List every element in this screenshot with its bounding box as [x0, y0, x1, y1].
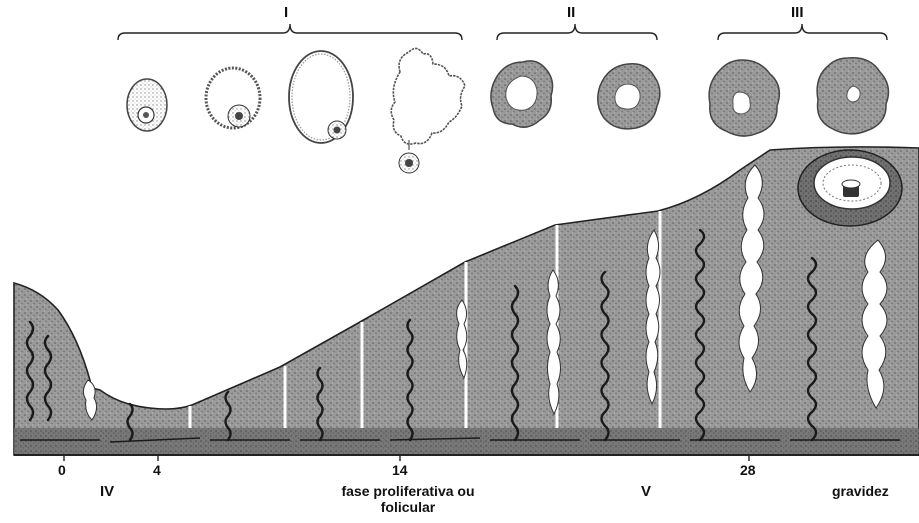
phase-label-v: V — [641, 484, 651, 499]
follicle-ovulation — [391, 48, 465, 173]
implanted-embryo — [798, 150, 902, 226]
phase-label-proliferative: fase proliferativa ou — [318, 484, 498, 499]
phase-label-iv: IV — [100, 484, 114, 499]
group-label-III: III — [791, 5, 804, 20]
corpus-luteum-mature — [709, 60, 779, 136]
group-label-II: II — [567, 5, 575, 20]
follicle-primary — [127, 79, 167, 131]
follicle-secondary — [206, 68, 260, 128]
group-brace-I — [118, 24, 462, 40]
day-tick-label-28: 28 — [740, 463, 756, 478]
group-brace-II — [497, 24, 657, 40]
day-tick-label-14: 14 — [392, 463, 408, 478]
group-brace-III — [718, 24, 887, 40]
day-tick-label-4: 4 — [153, 463, 161, 478]
corpus-luteum-developing — [598, 64, 660, 129]
corpus-luteum-pregnancy — [817, 58, 888, 134]
follicle-mature — [289, 51, 353, 143]
day-tick-label-0: 0 — [58, 463, 66, 478]
phase-label-pregnancy: gravidez — [832, 484, 889, 499]
phase-label-follicular: folicular — [318, 500, 498, 515]
corpus-luteum-early — [491, 61, 553, 127]
group-label-I: I — [284, 5, 288, 20]
